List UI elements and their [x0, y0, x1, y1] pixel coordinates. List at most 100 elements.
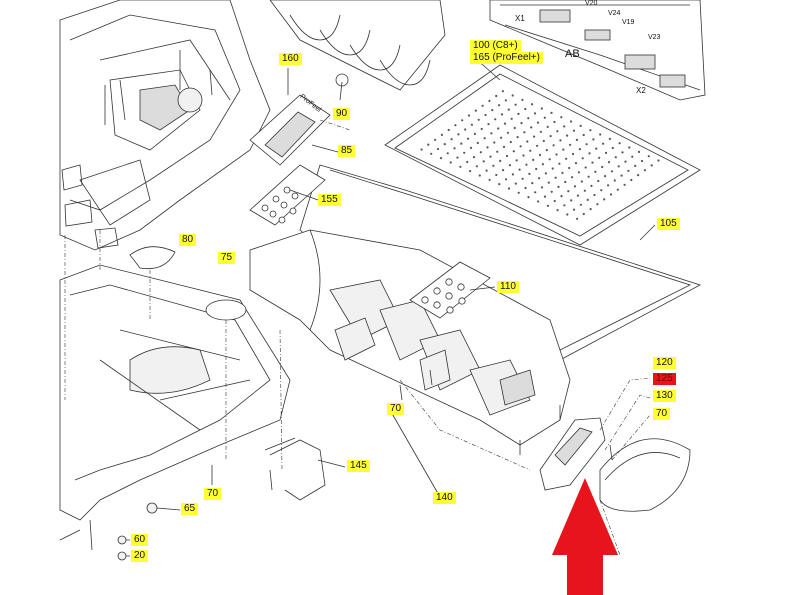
mat-hole	[531, 103, 534, 106]
mat-hole	[506, 131, 509, 134]
mat-hole	[569, 120, 573, 123]
mat-hole	[469, 170, 472, 173]
mat-hole	[540, 107, 543, 110]
mat-hole	[562, 148, 565, 151]
mat-hole	[520, 122, 523, 125]
red-arrow	[552, 478, 618, 595]
keypad-button	[457, 283, 465, 291]
mat-hole	[581, 157, 584, 160]
mat-hole	[446, 152, 449, 155]
mat-hole	[560, 116, 563, 119]
mat-hole	[461, 119, 464, 122]
mat-hole	[627, 169, 630, 172]
mat-hole	[524, 107, 527, 111]
panel-button	[289, 207, 297, 215]
mat-hole	[546, 125, 549, 128]
mat-hole	[544, 172, 548, 175]
mat-hole	[588, 152, 591, 155]
mat-hole	[449, 161, 452, 164]
mat-hole	[610, 170, 614, 173]
mat-hole	[592, 138, 595, 141]
part-label-70-bottom: 70	[204, 488, 222, 500]
mat-hole	[538, 177, 541, 180]
mat-hole	[533, 112, 537, 115]
mat-hole	[566, 134, 569, 137]
part-label-20: 20	[131, 550, 149, 562]
mat-hole	[539, 130, 543, 133]
screws	[59, 369, 613, 561]
mat-hole	[511, 173, 514, 176]
mat-hole	[549, 135, 552, 138]
mat-hole	[565, 157, 568, 160]
mat-hole	[556, 209, 559, 212]
mat-hole	[616, 188, 619, 191]
mat-hole	[492, 164, 495, 167]
mat-hole	[540, 186, 544, 189]
mat-hole	[495, 94, 498, 98]
mat-hole	[550, 111, 553, 114]
mat-hole	[456, 156, 459, 159]
mat-hole	[587, 175, 590, 178]
mat-hole	[576, 194, 580, 197]
mat-hole	[516, 136, 519, 139]
mat-hole	[464, 128, 467, 131]
mat-hole	[439, 157, 443, 160]
mat-hole	[531, 182, 534, 185]
mat-hole	[488, 178, 491, 181]
mat-hole	[608, 137, 612, 140]
mat-hole	[591, 161, 594, 164]
mat-hole	[604, 151, 608, 154]
mat-hole	[500, 136, 503, 139]
mat-hole	[527, 117, 530, 120]
mat-hole	[529, 149, 532, 152]
mat-hole	[528, 172, 531, 175]
mat-hole	[500, 113, 504, 116]
mat-hole	[484, 113, 487, 117]
mat-hole	[480, 127, 483, 131]
mat-hole	[634, 164, 637, 167]
mat-hole	[534, 191, 537, 194]
mat-hole	[601, 165, 604, 169]
mat-hole	[530, 126, 533, 129]
mat-hole	[485, 169, 488, 172]
part-label-140: 140	[433, 492, 456, 504]
part-label-130: 130	[653, 390, 676, 402]
mat-hole	[614, 156, 617, 159]
mat-hole	[618, 142, 621, 145]
mat-hole	[583, 189, 586, 192]
control-frame	[249, 229, 571, 446]
mat-hole	[593, 193, 596, 197]
mat-hole	[467, 114, 471, 117]
disc-75	[205, 299, 247, 321]
mat-hole	[575, 138, 579, 141]
mat-hole	[522, 154, 525, 157]
mat-hole	[457, 133, 460, 136]
mat-hole	[582, 133, 585, 137]
mat-hole	[555, 153, 558, 156]
mat-hole	[590, 184, 593, 187]
mat-hole	[537, 200, 540, 203]
mat-hole	[467, 137, 470, 140]
lower-housing	[59, 264, 291, 521]
mat-hole	[553, 120, 556, 124]
mat-hole	[561, 171, 564, 174]
mat-hole	[527, 196, 530, 199]
part-label-160: 160	[279, 53, 302, 65]
mat-hole	[434, 138, 437, 141]
mat-hole	[495, 173, 498, 177]
mat-hole	[568, 166, 571, 170]
mat-hole	[474, 109, 477, 112]
mat-hole	[546, 204, 550, 207]
mat-hole	[597, 179, 600, 183]
mat-hole	[440, 133, 443, 136]
part-label-65: 65	[181, 503, 199, 515]
mat-hole	[552, 144, 555, 147]
mat-hole	[533, 135, 536, 138]
mat-hole	[604, 175, 607, 178]
part-label-145: 145	[347, 460, 370, 472]
mat-hole	[566, 213, 569, 216]
keypad-button	[421, 296, 429, 304]
mat-hole	[494, 118, 497, 121]
mat-hole	[420, 148, 423, 151]
mat-hole	[519, 145, 522, 148]
